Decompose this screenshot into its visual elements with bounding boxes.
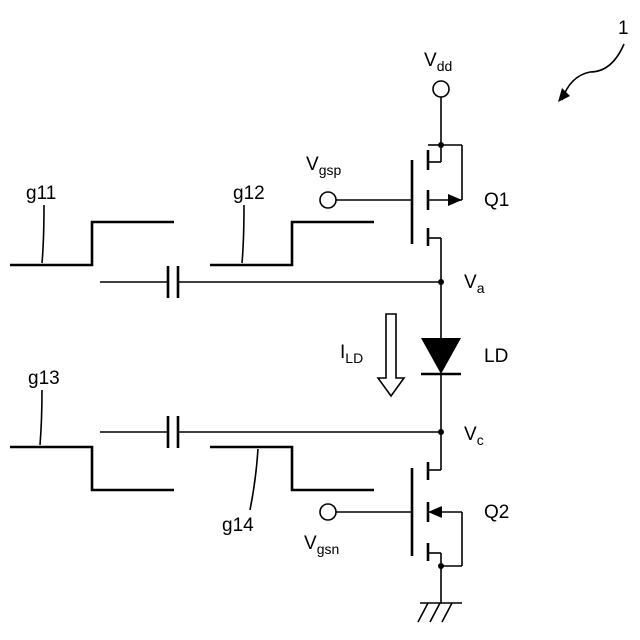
q1-transistor <box>336 145 462 282</box>
vdd-label: Vdd <box>424 50 452 74</box>
pulse-g14 <box>210 447 374 490</box>
va-label: Va <box>464 272 485 296</box>
q1-label: Q1 <box>484 190 509 211</box>
pulse-g14-leader <box>250 449 258 510</box>
pulse-g13-leader <box>40 390 42 445</box>
pulse-g12-leader <box>242 205 244 263</box>
vgsn-label: Vgsn <box>304 533 339 557</box>
figure-ref-number: 1 <box>618 18 629 39</box>
vdd-terminal <box>433 81 449 97</box>
pulse-g14-label: g14 <box>222 515 254 536</box>
pulse-g11-label: g11 <box>26 183 56 204</box>
pulse-g13-label: g13 <box>28 368 60 389</box>
figure-ref-arrowhead <box>558 88 570 102</box>
ld-label: LD <box>484 346 508 367</box>
figure-ref-arrow-line <box>562 44 624 100</box>
ground-symbol <box>418 603 462 622</box>
pulse-g12-label: g12 <box>233 183 265 204</box>
vc-label: Vc <box>464 424 484 448</box>
pulse-g13 <box>10 447 174 490</box>
q2-transistor <box>336 432 462 566</box>
vgsp-terminal <box>320 192 336 208</box>
ld-diode-triangle <box>421 338 461 374</box>
pulse-g12 <box>210 222 374 265</box>
vgsn-terminal <box>320 504 336 520</box>
vgsp-label: Vgsp <box>306 154 341 178</box>
ild-label: ILD <box>340 342 363 366</box>
current-direction-arrow <box>378 314 404 396</box>
q2-label: Q2 <box>484 502 509 523</box>
pulse-g11-leader <box>42 205 44 263</box>
pulse-g11 <box>10 222 174 265</box>
